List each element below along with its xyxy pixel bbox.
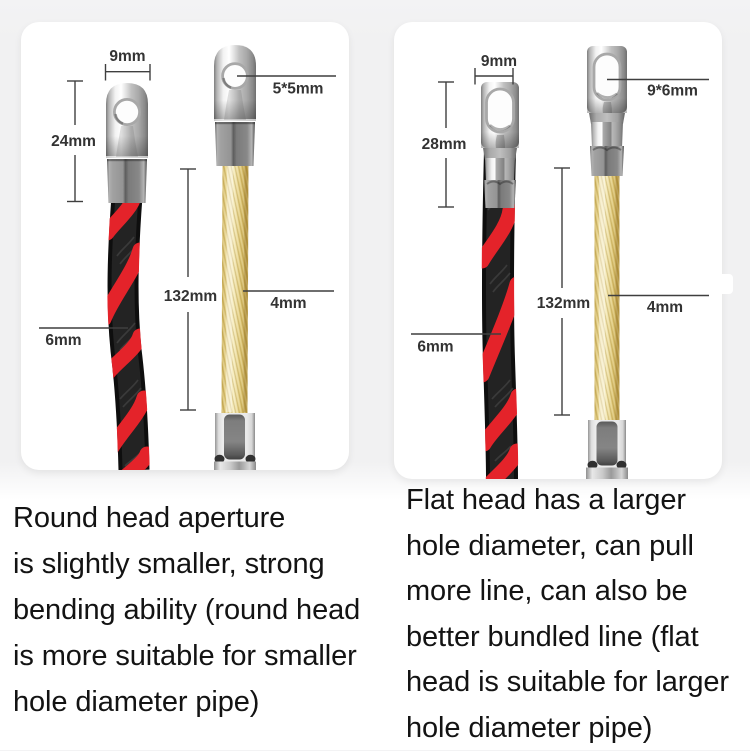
svg-text:4mm: 4mm — [270, 295, 306, 312]
svg-text:9mm: 9mm — [481, 53, 517, 70]
svg-text:4mm: 4mm — [647, 299, 683, 316]
svg-text:132mm: 132mm — [537, 295, 590, 312]
svg-text:5*5mm: 5*5mm — [273, 81, 324, 98]
svg-text:9*6mm: 9*6mm — [647, 83, 698, 100]
svg-text:24mm: 24mm — [51, 133, 96, 150]
svg-text:9mm: 9mm — [109, 48, 145, 65]
svg-text:6mm: 6mm — [417, 339, 453, 356]
svg-text:6mm: 6mm — [45, 332, 81, 349]
svg-text:132mm: 132mm — [164, 288, 217, 305]
svg-text:28mm: 28mm — [422, 136, 467, 153]
